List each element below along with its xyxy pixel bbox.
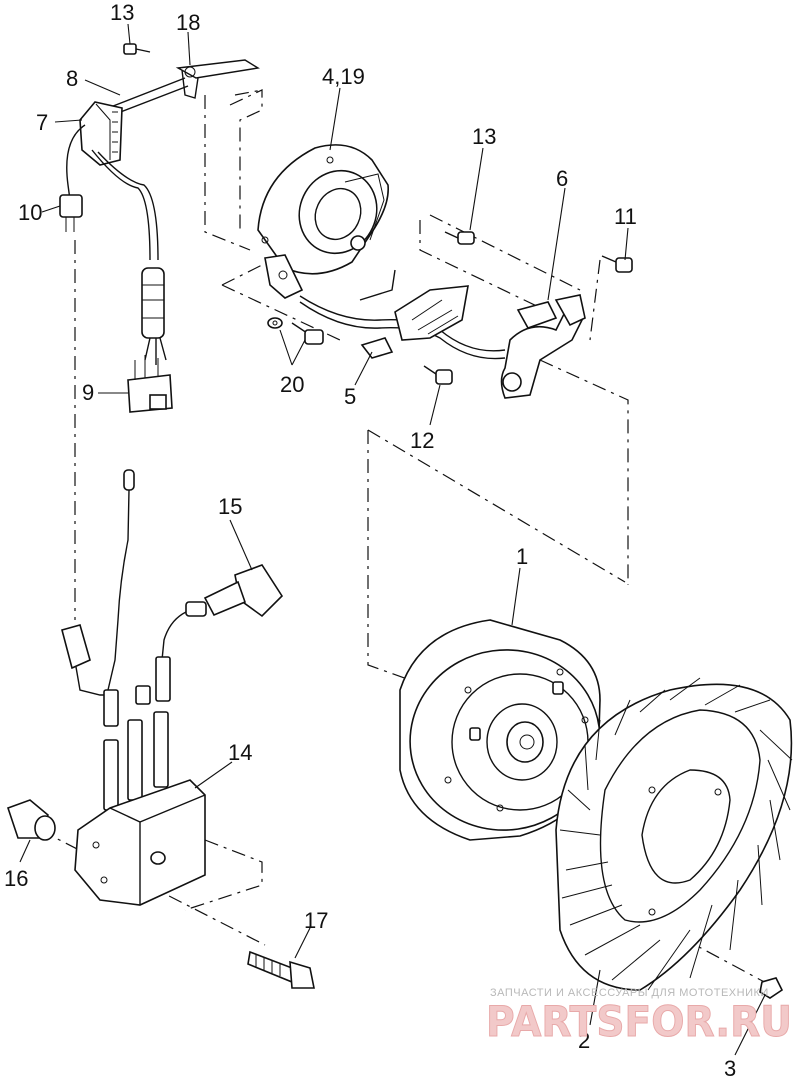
wire-8	[107, 77, 189, 117]
stator-base-plate	[257, 144, 389, 299]
watermark-brand: PARTSFOR.RU	[486, 997, 792, 1046]
pickup-coil-6	[500, 294, 586, 399]
washer-and-screw-20	[267, 317, 324, 345]
callout-17: 17	[304, 908, 328, 933]
callout-8: 8	[66, 66, 78, 91]
callout-7: 7	[36, 110, 48, 135]
spark-plug-cap-15	[161, 564, 284, 661]
bolt-17	[247, 950, 315, 989]
screw-13-mid	[444, 231, 475, 245]
callout-1: 1	[516, 544, 528, 569]
sleeve	[141, 267, 167, 365]
callout-labels: 13 18 8 7 10 9 4,19 13 6 11 20 5 12 15 1…	[4, 0, 736, 1079]
callout-6: 6	[556, 166, 568, 191]
callout-11: 11	[614, 204, 637, 229]
regulator-9	[127, 355, 173, 413]
screw-11	[601, 255, 633, 273]
callout-9: 9	[82, 380, 94, 405]
screw-13-top	[123, 43, 151, 55]
pipe-18	[175, 59, 260, 99]
cdi-unit-14	[74, 711, 206, 906]
callout-15: 15	[218, 494, 242, 519]
connector-10	[59, 194, 83, 232]
leader-lines	[19, 23, 766, 1056]
ignition-leads	[61, 469, 171, 727]
callout-5: 5	[344, 384, 356, 409]
alignment-lines	[39, 89, 771, 986]
callout-13-mid: 13	[472, 124, 496, 149]
bolt-3	[759, 977, 784, 999]
callout-2: 2	[578, 1028, 590, 1053]
callout-10: 10	[18, 200, 42, 225]
callout-14: 14	[228, 740, 252, 765]
callout-4-19: 4,19	[322, 64, 365, 89]
watermark: ЗАПЧАСТИ И АКСЕССУАРЫ ДЛЯ МОТОТЕХНИКИ PA…	[486, 987, 793, 1047]
clamp-5	[360, 285, 469, 359]
bracket-7	[79, 101, 123, 166]
cooling-fan-2	[555, 677, 793, 991]
callout-18: 18	[176, 10, 200, 35]
callout-3: 3	[724, 1056, 736, 1079]
callout-20: 20	[280, 372, 304, 397]
screw-12	[423, 365, 453, 385]
watermark-tagline: ЗАПЧАСТИ И АКСЕССУАРЫ ДЛЯ МОТОТЕХНИКИ	[490, 987, 769, 999]
callout-12: 12	[410, 428, 434, 453]
part-16	[6, 799, 56, 841]
callout-13-top: 13	[110, 0, 134, 25]
callout-16: 16	[4, 866, 28, 891]
